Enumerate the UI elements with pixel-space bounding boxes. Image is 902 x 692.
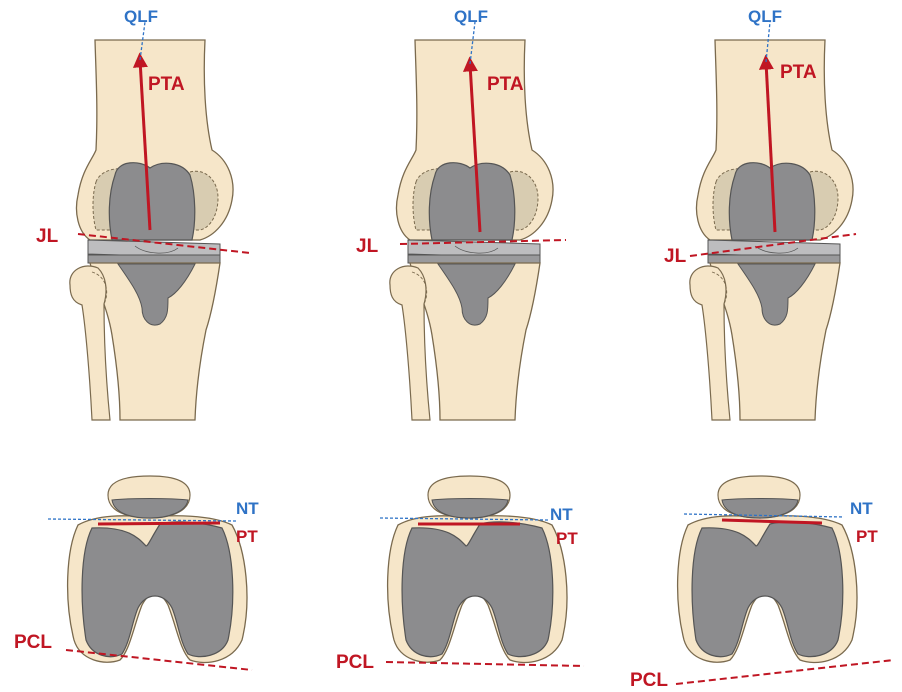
qlf-label: QLF: [124, 7, 158, 26]
qlf-label: QLF: [748, 7, 782, 26]
pcl-line: [676, 660, 894, 684]
pcl-label: PCL: [14, 632, 52, 653]
knee-axial-2: NT PT PCL: [336, 476, 584, 673]
pta-label: PTA: [487, 74, 524, 95]
knee-front-2: QLF PTA JL: [356, 7, 566, 420]
nt-label: NT: [550, 505, 573, 524]
pta-label: PTA: [780, 62, 817, 83]
jl-label: JL: [664, 246, 687, 267]
pt-label: PT: [856, 527, 878, 546]
pt-line: [98, 523, 220, 524]
jl-label: JL: [36, 226, 59, 247]
pcl-label: PCL: [630, 670, 668, 691]
jl-label: JL: [356, 236, 379, 257]
pcl-line: [386, 662, 584, 666]
knee-front-1: QLF PTA JL: [36, 7, 250, 420]
pt-label: PT: [236, 527, 258, 546]
pcl-label: PCL: [336, 652, 374, 673]
qlf-label: QLF: [454, 7, 488, 26]
nt-label: NT: [236, 499, 259, 518]
knee-front-3: QLF PTA JL: [664, 7, 856, 420]
knee-axial-1: NT PT PCL: [14, 476, 259, 670]
knee-axial-3: NT PT PCL: [630, 476, 894, 691]
nt-label: NT: [850, 499, 873, 518]
pt-label: PT: [556, 529, 578, 548]
pta-label: PTA: [148, 74, 185, 95]
